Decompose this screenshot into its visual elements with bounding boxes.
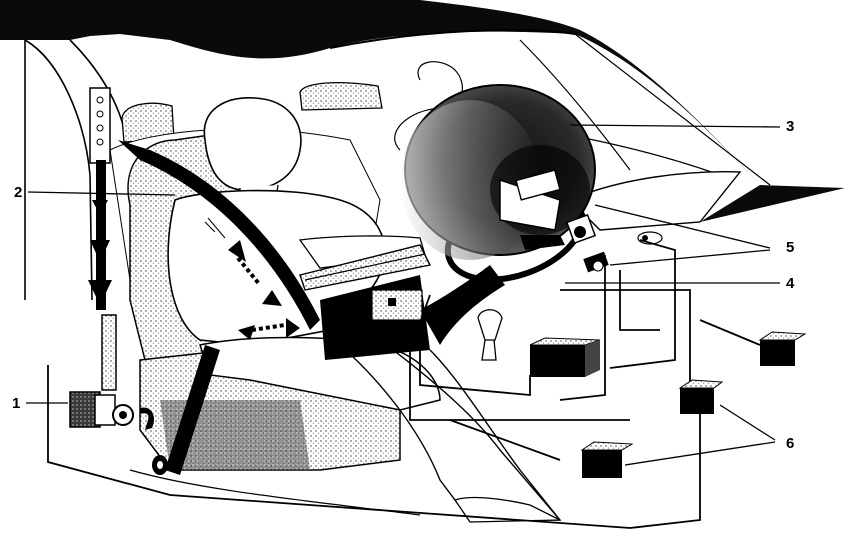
- sensor-upper: [565, 213, 597, 245]
- callout-6: 6: [786, 435, 795, 452]
- callout-4: 4: [786, 275, 795, 292]
- wiring-harness: [47, 239, 761, 529]
- control-unit-center: [529, 337, 601, 377]
- windshield-upper-edge: [329, 29, 576, 49]
- driver-head: [203, 97, 302, 191]
- callout-2: 2: [14, 184, 23, 201]
- pretensioner-tube: [101, 314, 117, 391]
- belt-tensioner-arrows: [88, 200, 112, 305]
- driver-airbag: [400, 84, 596, 260]
- leader-6b: [624, 441, 776, 466]
- leader-6a: [719, 404, 776, 441]
- control-unit-far-right: [758, 331, 807, 366]
- leader-lines: [26, 124, 781, 466]
- sensor-lower: [583, 251, 609, 273]
- occupant-motion-arrows: [204, 217, 300, 340]
- door-frame: [24, 39, 129, 301]
- knee-bolster: [299, 244, 432, 360]
- leader-3: [569, 124, 781, 128]
- floor-outline: [129, 469, 421, 516]
- gear-lever: [477, 309, 503, 361]
- rear-headrest-right: [299, 81, 383, 111]
- leader-5a: [594, 204, 771, 249]
- belt-pretensioner-unit: [69, 391, 155, 430]
- seat-belt-lap: [165, 345, 220, 475]
- belt-rail: [96, 160, 106, 310]
- dashboard: [568, 171, 742, 231]
- leader-2: [27, 191, 176, 196]
- leader-5b: [609, 249, 771, 266]
- sensor-upper-plug: [520, 235, 565, 250]
- driver-arm: [298, 235, 426, 269]
- roof-panel: [0, 0, 845, 222]
- callout-3: 3: [786, 118, 795, 135]
- belt-height-adjuster: [89, 87, 111, 164]
- driver-feet: [453, 496, 561, 523]
- control-unit-bottom: [580, 441, 634, 478]
- steering-column: [420, 265, 505, 345]
- control-unit-right: [678, 379, 724, 414]
- callout-5: 5: [786, 239, 795, 256]
- callout-1: 1: [12, 395, 21, 412]
